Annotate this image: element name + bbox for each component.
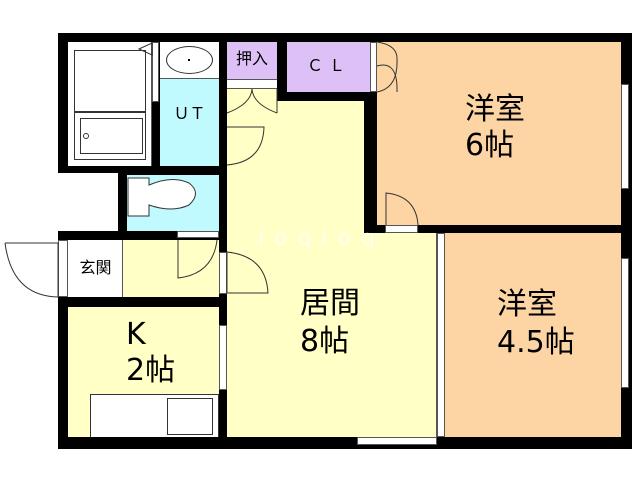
utility-label: ＵＴ [173, 104, 206, 123]
western-6-door[interactable] [385, 225, 418, 233]
toilet-room [127, 175, 219, 231]
toilet-icon [127, 177, 196, 217]
utility-room: ＵＴ [160, 42, 219, 166]
living-room-name: 居間 [300, 286, 360, 321]
western-45-sliding-door[interactable] [437, 233, 445, 437]
entrance-label: 玄関 [79, 258, 112, 277]
closet-label: ＣＬ [306, 56, 351, 75]
sink-icon [167, 398, 213, 435]
oshiire-door-strip [227, 79, 277, 89]
western-45-window[interactable] [621, 258, 629, 388]
living-room-size: 8帖 [300, 324, 350, 359]
closet-door[interactable] [370, 42, 377, 92]
wash-basin-icon [166, 46, 213, 74]
oshiire-closet: 押入 [227, 42, 277, 79]
toilet-door[interactable] [177, 231, 219, 238]
western-6-window[interactable] [621, 84, 629, 189]
western-room-6: 洋室 6帖 [377, 42, 621, 225]
basin-drain [188, 59, 190, 61]
watermark: ioqioq [258, 226, 386, 251]
drain-icon [83, 133, 89, 139]
western-room-45-name: 洋室 [497, 287, 557, 322]
living-window[interactable] [357, 437, 437, 445]
kitchen-counter [90, 394, 219, 437]
bath-room [68, 42, 152, 166]
exterior-notch [0, 173, 118, 231]
entrance: 玄関 [68, 240, 123, 297]
kitchen-size: 2帖 [126, 353, 176, 388]
western-room-6-size: 6帖 [465, 128, 515, 163]
living-room-upper [227, 89, 277, 101]
western-room-6-name: 洋室 [465, 92, 525, 127]
western-room-45-size: 4.5帖 [497, 325, 575, 360]
living-room [227, 101, 364, 437]
kitchen: K 2帖 [68, 307, 219, 437]
bath-floor [74, 112, 146, 160]
western-room-45: 洋室 4.5帖 [445, 233, 621, 437]
bath-drain [80, 118, 143, 154]
closet: ＣＬ [287, 42, 371, 92]
living-room-right [364, 233, 437, 437]
bathtub [74, 50, 146, 112]
kitchen-opening[interactable] [219, 325, 227, 390]
kitchen-name: K [126, 317, 146, 352]
bath-door[interactable] [152, 42, 159, 102]
oshiire-label: 押入 [235, 49, 268, 68]
